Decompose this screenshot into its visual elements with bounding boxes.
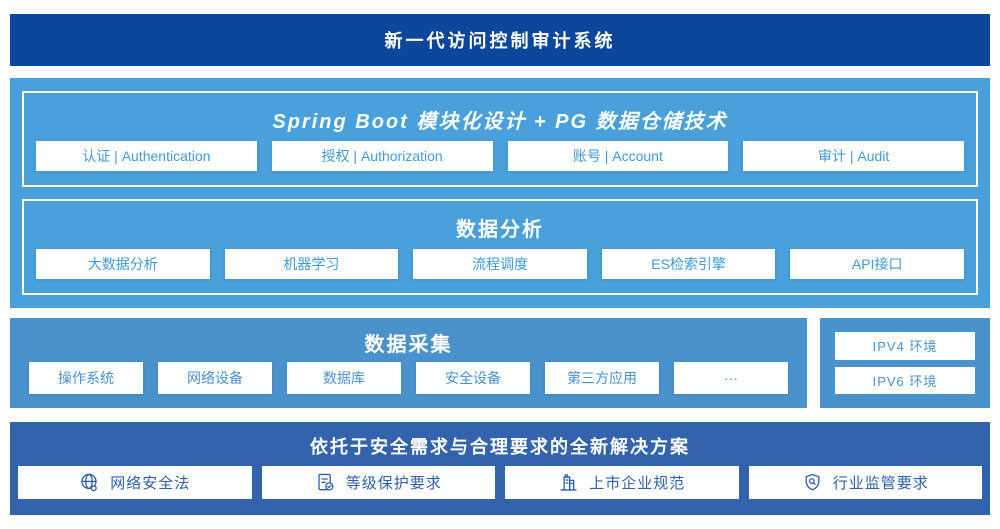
module-workflow-scheduling: 流程调度 [413, 249, 587, 279]
spring-boot-panel: Spring Boot 模块化设计 + PG 数据仓储技术 认证 | Authe… [22, 91, 978, 187]
data-analysis-title: 数据分析 [456, 218, 544, 241]
solution-title: 依托于安全需求与合理要求的全新解决方案 [310, 437, 690, 457]
spring-boot-title: Spring Boot 模块化设计 + PG 数据仓储技术 [272, 110, 728, 133]
shield-search-icon [802, 472, 823, 493]
source-row: 操作系统 网络设备 数据库 安全设备 第三方应用 ··· [29, 362, 788, 394]
module-machine-learning: 机器学习 [224, 249, 399, 279]
module-account: 账号 | Account [507, 141, 729, 171]
module-audit: 审计 | Audit [743, 141, 964, 171]
source-security-device: 安全设备 [416, 362, 530, 394]
document-check-icon [315, 472, 336, 493]
env-ipv6-box: IPV6 环境 [835, 366, 975, 394]
env-ipv4-box: IPV4 环境 [835, 332, 975, 360]
solution-item-label: 行业监管要求 [832, 475, 929, 492]
building-icon [558, 472, 579, 493]
data-collection-title: 数据采集 [364, 333, 453, 356]
data-analysis-panel: 数据分析 大数据分析 机器学习 流程调度 ES检索引擎 API接口 [22, 199, 978, 295]
solution-industry-regulation: 行业监管要求 [748, 466, 982, 499]
solution-row: 网络安全法 等级保护要求 [18, 466, 982, 499]
solution-item-label: 上市企业规范 [589, 475, 686, 492]
module-authorization: 授权 | Authorization [271, 141, 493, 171]
module-es-search-engine: ES检索引擎 [601, 249, 776, 279]
analysis-module-row: 大数据分析 机器学习 流程调度 ES检索引擎 API接口 [36, 249, 964, 279]
solution-item-label: 等级保护要求 [345, 475, 442, 492]
module-authentication: 认证 | Authentication [36, 141, 257, 171]
source-network-device: 网络设备 [158, 362, 272, 394]
auth-module-row: 认证 | Authentication 授权 | Authorization 账… [36, 141, 964, 171]
solution-item-label: 网络安全法 [110, 475, 191, 492]
solution-listed-company: 上市企业规范 [505, 466, 739, 499]
environment-panel: IPV4 环境 IPV6 环境 [820, 318, 990, 408]
solution-cybersecurity-law: 网络安全法 [18, 466, 252, 499]
collection-row: 数据采集 操作系统 网络设备 数据库 安全设备 第三方应用 ··· IPV4 环… [10, 318, 990, 408]
module-big-data-analysis: 大数据分析 [36, 249, 210, 279]
solution-panel: 依托于安全需求与合理要求的全新解决方案 网络安全法 [10, 422, 990, 515]
solution-classified-protection: 等级保护要求 [261, 466, 495, 499]
source-third-party-app: 第三方应用 [545, 362, 659, 394]
globe-law-icon [79, 472, 100, 493]
module-api-interface: API接口 [790, 249, 964, 279]
title-banner: 新一代访问控制审计系统 [10, 14, 990, 66]
source-operating-system: 操作系统 [29, 362, 143, 394]
data-collection-panel: 数据采集 操作系统 网络设备 数据库 安全设备 第三方应用 ··· [10, 318, 807, 408]
architecture-panel: Spring Boot 模块化设计 + PG 数据仓储技术 认证 | Authe… [10, 78, 990, 308]
source-database: 数据库 [287, 362, 401, 394]
source-more-ellipsis: ··· [674, 362, 788, 394]
page-title: 新一代访问控制审计系统 [384, 31, 616, 51]
